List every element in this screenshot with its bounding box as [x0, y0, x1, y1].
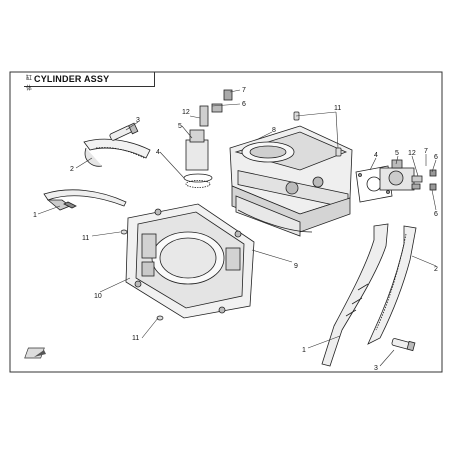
callout-7-top: 7	[242, 87, 246, 94]
callout-10: 10	[94, 293, 102, 300]
water-pump-housing	[379, 159, 437, 191]
tensioner-bolt-right	[391, 338, 416, 352]
sensor-housing-top	[183, 89, 233, 188]
callout-11-top: 11	[334, 105, 341, 112]
callout-1-right: 1	[302, 347, 306, 354]
callout-8: 8	[272, 127, 276, 134]
callout-4-right: 4	[374, 152, 378, 159]
callout-11-left: 11	[82, 235, 89, 242]
front-arrow-icon	[24, 347, 46, 359]
callout-3-left: 3	[136, 117, 140, 124]
callout-3-right: 3	[374, 365, 378, 372]
callout-5-left: 5	[178, 123, 182, 130]
tensioner-guide-left	[83, 138, 151, 167]
callout-12-left: 12	[182, 109, 190, 116]
callout-2-left: 2	[70, 166, 74, 173]
leader-lines	[37, 89, 437, 367]
callout-6-right-top: 6	[434, 154, 438, 161]
callout-11-bottom: 11	[132, 335, 139, 342]
callout-5-right: 5	[395, 150, 399, 157]
callout-6-right-bottom: 6	[434, 211, 438, 218]
diagram-title-prefix: 缸体	[26, 76, 33, 92]
cylinder-barrel	[235, 195, 313, 237]
callout-2-right: 2	[434, 266, 438, 273]
callout-6-top: 6	[242, 101, 246, 108]
callout-4-left: 4	[156, 149, 160, 156]
tensioner-bolt-left	[109, 122, 139, 141]
callout-12-right: 12	[408, 150, 416, 157]
cylinder-block-lower	[125, 203, 255, 319]
callout-9: 9	[294, 263, 298, 270]
diagram-frame	[9, 71, 443, 373]
diagram-title-box	[24, 72, 155, 87]
callout-7-right: 7	[424, 148, 428, 155]
callout-labels: 1 2 3 4 5 6 7 8 9 10 11 11 11 12 4 5 12 …	[33, 87, 438, 372]
callout-1-left: 1	[33, 212, 37, 219]
diagram-title: CYLINDER ASSY	[34, 74, 110, 84]
chain-guide-right	[321, 223, 389, 367]
chain-guide-left	[43, 189, 127, 211]
cylinder-head	[229, 125, 353, 233]
tensioner-guide-right	[367, 225, 417, 345]
